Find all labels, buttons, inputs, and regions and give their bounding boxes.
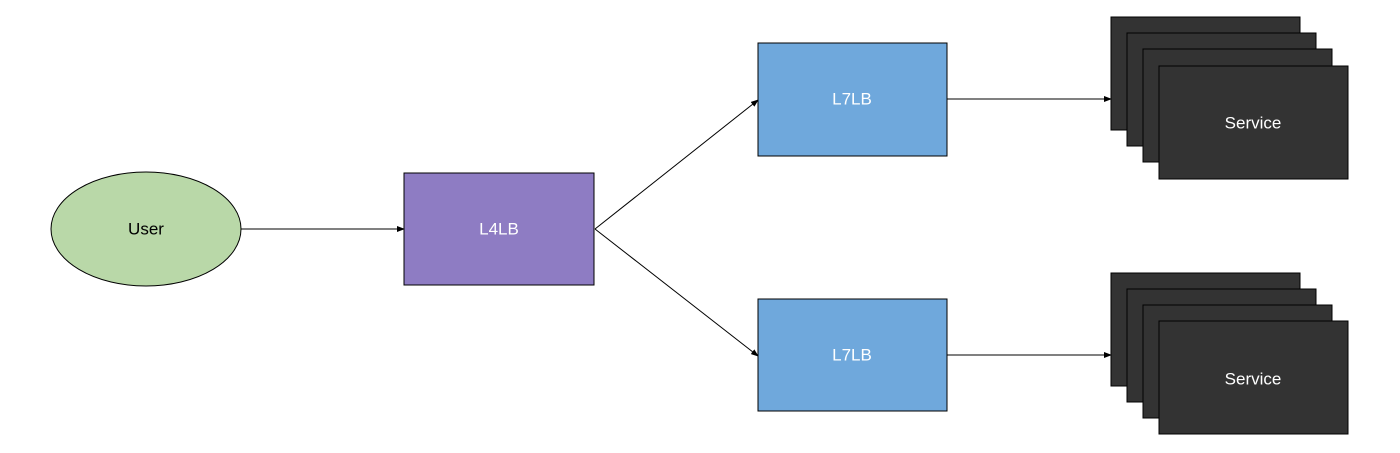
edges [241,96,1112,358]
service-bottom-label: Service [1225,370,1282,389]
l7lb-top-shape [757,42,948,157]
service-bottom-card-4 [1158,320,1349,435]
service-stack-top: Service [1110,16,1349,180]
l4lb-shape [403,172,595,286]
l4lb-node: L4LB [403,172,595,286]
l7lb-top-label: L7LB [832,90,872,109]
user-node: User [50,171,242,287]
user-shape [50,171,242,287]
service-top-card-4 [1158,65,1349,180]
l4lb-label: L4LB [479,220,519,239]
l7lb-bottom-label: L7LB [832,346,872,365]
edge-l4lb-to-l7lb-bottom [594,228,759,357]
user-label: User [128,220,164,239]
l7lb-top-node: L7LB [757,42,948,157]
service-top-label: Service [1225,114,1282,133]
l7lb-bottom-node: L7LB [757,298,948,412]
service-stack-bottom: Service [1110,272,1349,435]
edge-l4lb-to-l7lb-top [594,99,759,230]
l7lb-bottom-shape [757,298,948,412]
